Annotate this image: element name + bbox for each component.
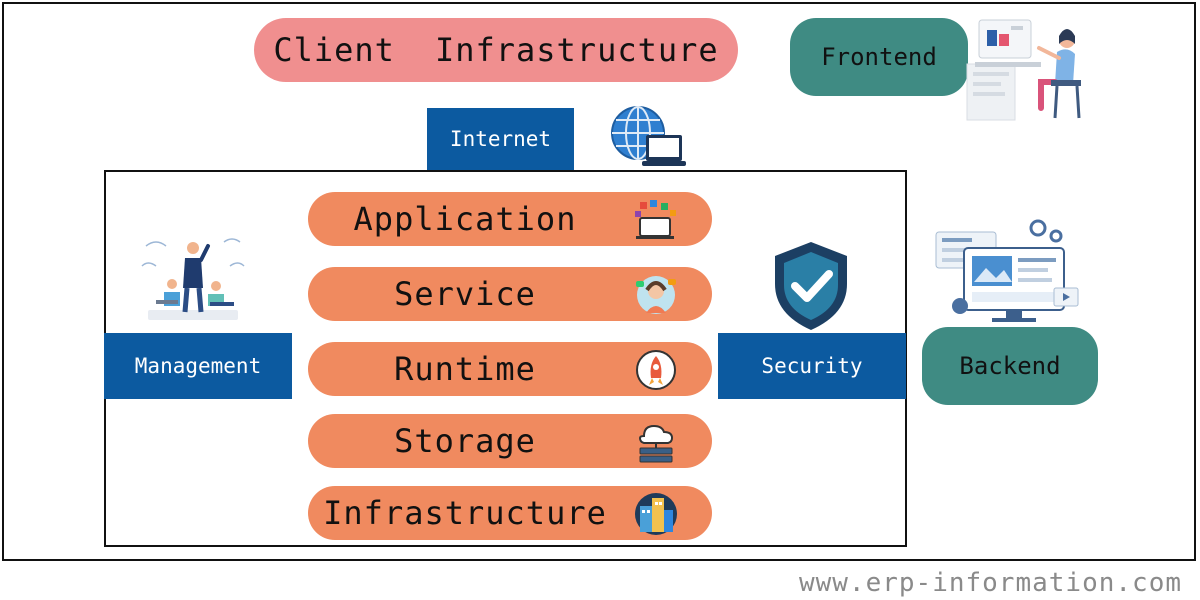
layer-label: Service — [394, 275, 536, 313]
layer-application: Application — [308, 192, 712, 246]
internet-label: Internet — [449, 127, 552, 151]
rocket-clock-icon — [636, 350, 676, 390]
management-box: Management — [104, 333, 292, 399]
layer-infrastructure: Infrastructure — [308, 486, 712, 540]
client-infrastructure-label: Infrastructure — [434, 31, 719, 69]
layer-label: Storage — [394, 422, 536, 460]
management-label: Management — [134, 354, 262, 378]
shield-check-icon — [775, 242, 847, 330]
client-infrastructure-box: Client Infrastructure — [254, 18, 738, 82]
layer-service: Service — [308, 267, 712, 321]
security-label: Security — [761, 354, 863, 378]
globe-laptop-icon — [611, 106, 686, 166]
security-box: Security — [718, 333, 906, 399]
outer-frame — [2, 2, 1196, 561]
team-meeting-icon — [141, 238, 245, 320]
layer-storage: Storage — [308, 414, 712, 468]
client-label: Client — [273, 31, 395, 69]
frontend-box: Frontend — [790, 18, 968, 96]
frontend-label: Frontend — [821, 43, 937, 71]
layer-label: Runtime — [394, 350, 536, 388]
cloud-storage-icon — [638, 424, 674, 463]
person-at-desk-icon — [966, 19, 1081, 121]
layer-label: Infrastructure — [323, 494, 607, 532]
apps-device-icon — [635, 200, 676, 239]
web-dashboard-icon — [935, 219, 1079, 322]
buildings-icon — [635, 493, 677, 535]
backend-label: Backend — [959, 352, 1061, 380]
backend-box: Backend — [922, 327, 1098, 405]
website-url: www.erp-information.com — [798, 568, 1182, 598]
layer-label: Application — [353, 200, 577, 238]
internet-box: Internet — [427, 108, 574, 170]
support-agent-icon — [636, 276, 676, 314]
layer-runtime: Runtime — [308, 342, 712, 396]
